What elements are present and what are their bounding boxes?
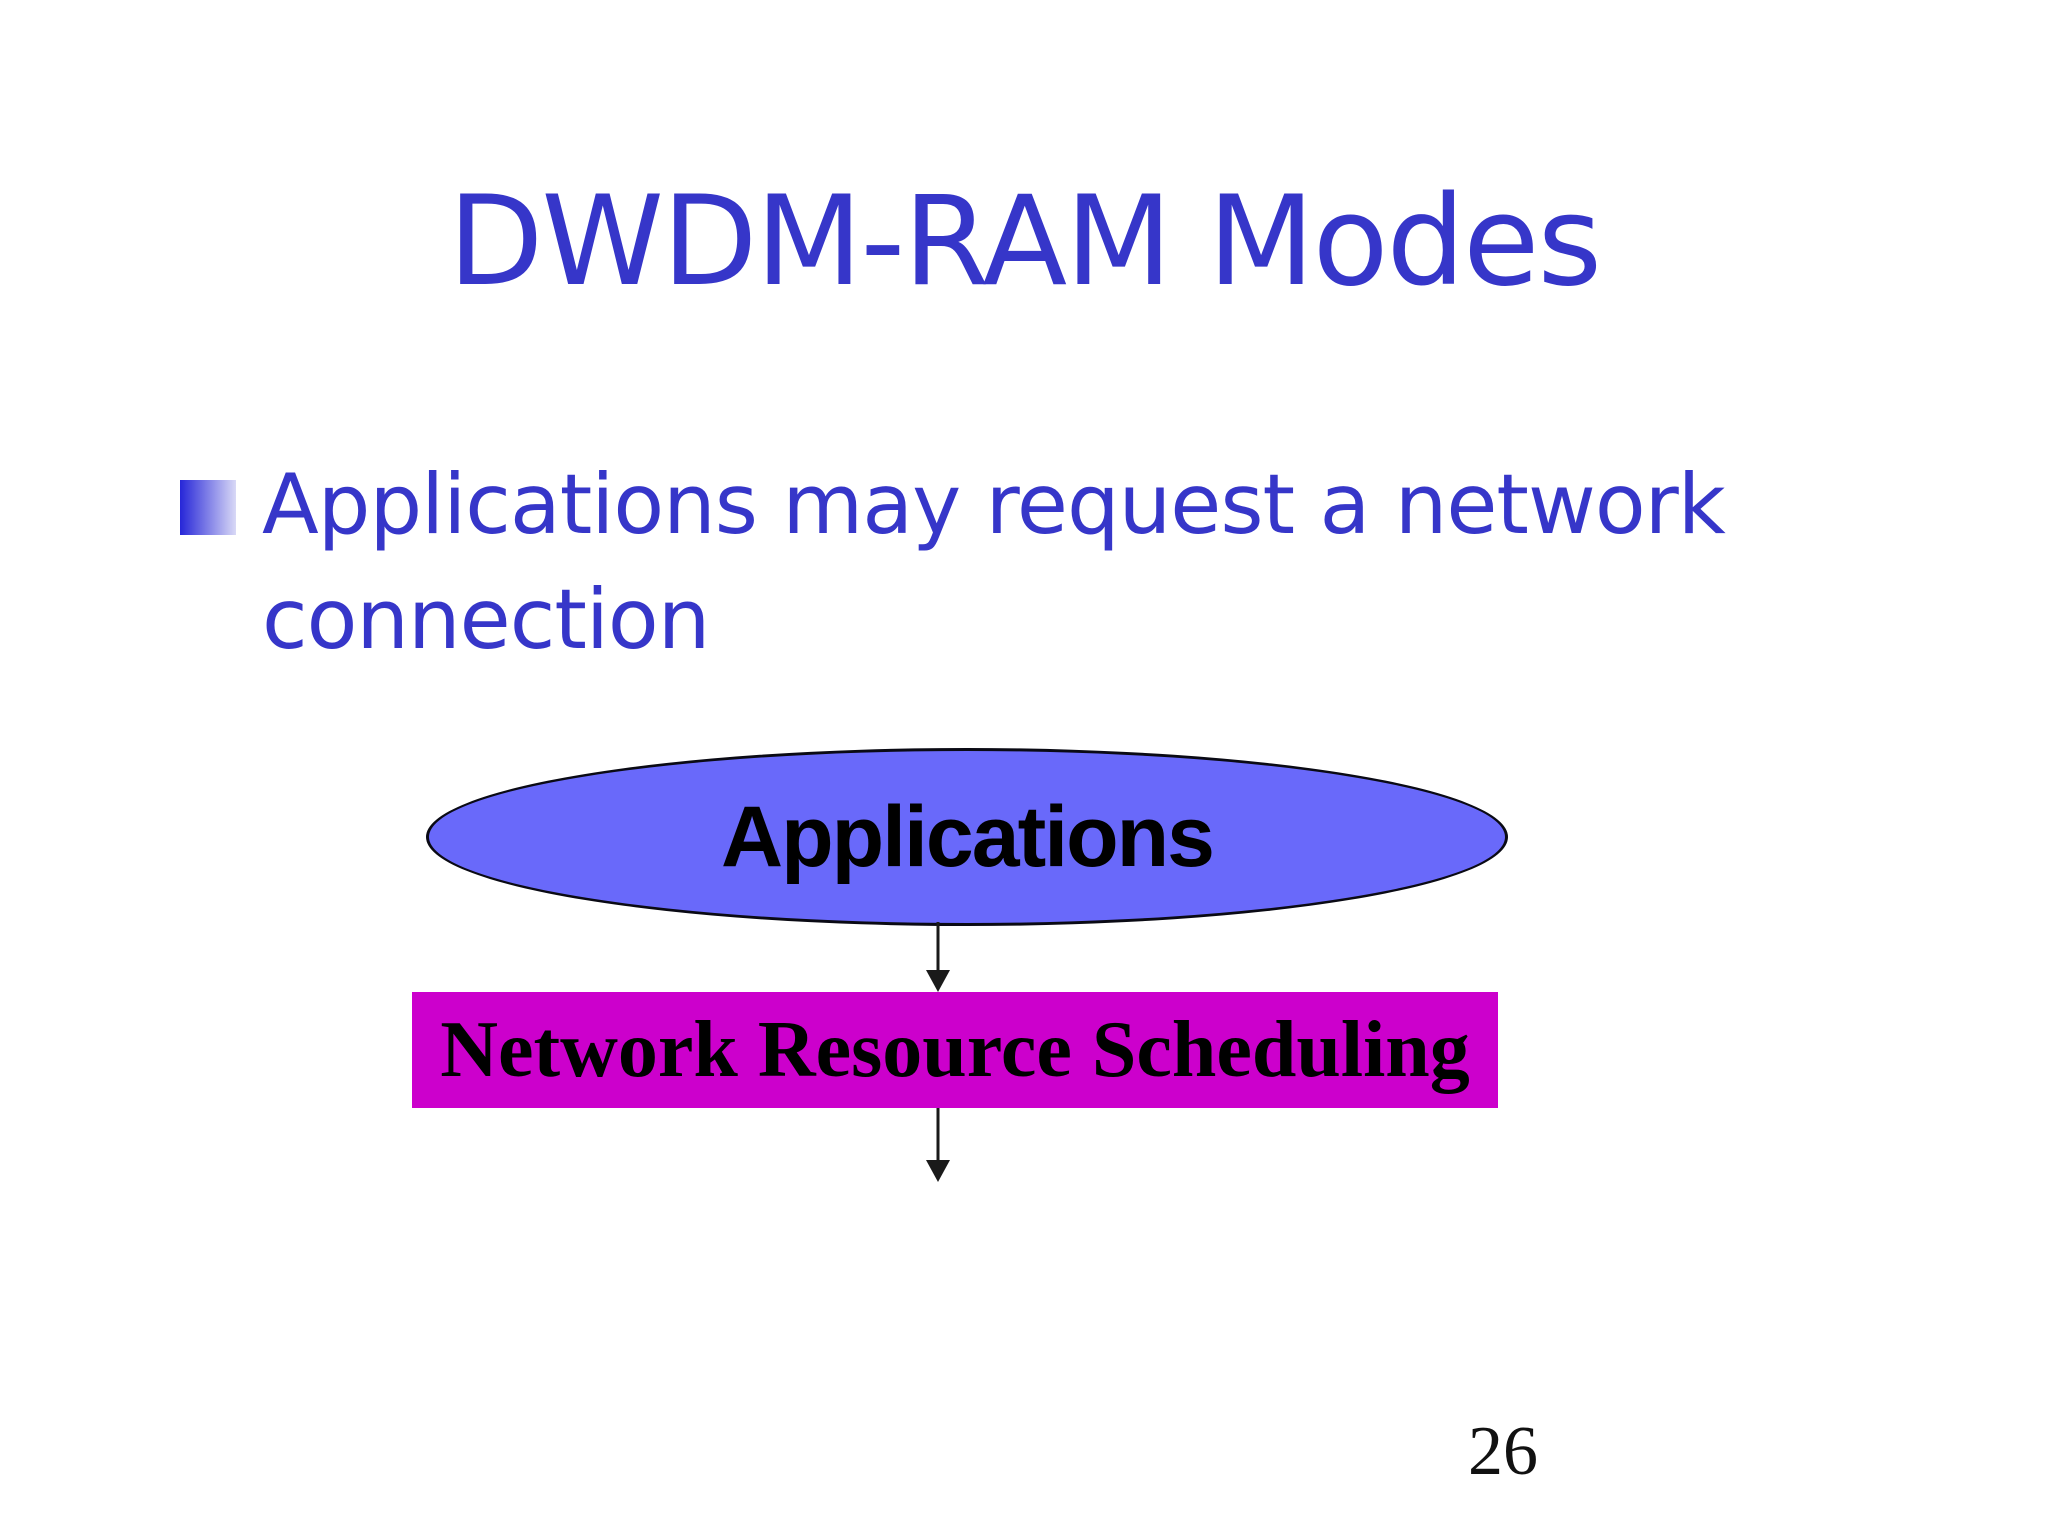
- down-arrow-icon: [926, 1108, 950, 1182]
- page-number: 26: [1468, 1413, 1538, 1490]
- bullet-text: Applications may request a network conne…: [262, 456, 1726, 668]
- bullet-item: Applications may request a network conne…: [180, 448, 1832, 677]
- down-arrow-icon: [926, 922, 950, 992]
- bullet-square-icon: [180, 480, 236, 535]
- network-resource-scheduling-label: Network Resource Scheduling: [440, 1005, 1470, 1094]
- network-resource-scheduling-box: Network Resource Scheduling: [412, 992, 1498, 1108]
- applications-ellipse-label: Applications: [720, 788, 1215, 885]
- page-title: DWDM-RAM Modes: [447, 170, 1602, 314]
- applications-ellipse: Applications: [426, 748, 1508, 926]
